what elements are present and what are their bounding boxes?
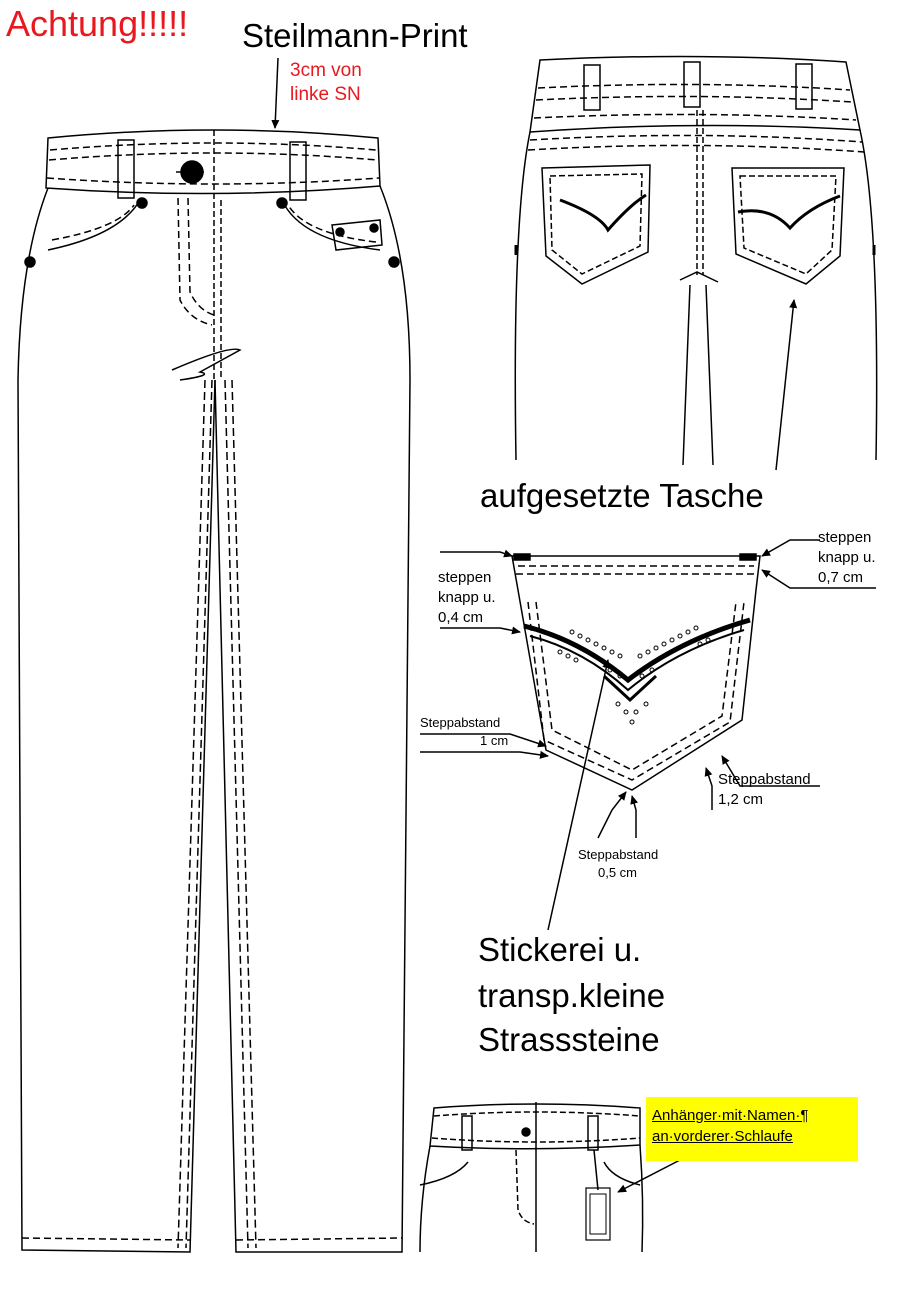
steppabstand-left-line2: 1 cm — [480, 733, 509, 748]
steppabstand-right-line1: Steppabstand — [718, 771, 811, 788]
pocket-detail — [420, 539, 876, 931]
print-note-line2: linke SN — [290, 84, 361, 105]
front-view-jeans — [17, 57, 411, 1253]
steppen-right-line1: steppen — [818, 529, 872, 546]
print-note-line1: 3cm von — [290, 60, 362, 81]
back-view-caption: aufgesetzte Tasche — [480, 477, 764, 514]
embroidery-note-line3: Strasssteine — [478, 1021, 660, 1058]
steppabstand-right-line2: 1,2 cm — [718, 791, 764, 808]
steppabstand-bottom-line1: Steppabstand — [578, 847, 659, 862]
steppen-left-line3: 0,4 cm — [438, 609, 484, 626]
steppabstand-bottom-line2: 0,5 cm — [598, 865, 638, 880]
hangtag-note-highlight: Anhänger·mit·Namen·¶ an·vorderer·Schlauf… — [646, 1097, 858, 1161]
steppen-left-line2: knapp u. — [438, 589, 496, 606]
back-view-jeans — [514, 55, 878, 471]
embroidery-note-line1: Stickerei u. — [478, 931, 642, 968]
embroidery-note-line2: transp.kleine — [478, 977, 666, 1014]
hangtag-note-line2: an·vorderer·Schlaufe — [652, 1128, 793, 1145]
steppen-right-line3: 0,7 cm — [818, 569, 864, 586]
steppen-right-line2: knapp u. — [818, 549, 876, 566]
steppabstand-left-line1: Steppabstand — [420, 715, 501, 730]
print-title: Steilmann-Print — [242, 17, 468, 54]
hangtag-note-line1: Anhänger·mit·Namen·¶ — [652, 1107, 809, 1124]
warning-heading: Achtung!!!!! — [6, 3, 189, 44]
small-front-view — [419, 1102, 681, 1253]
steppen-left-line1: steppen — [438, 569, 492, 586]
